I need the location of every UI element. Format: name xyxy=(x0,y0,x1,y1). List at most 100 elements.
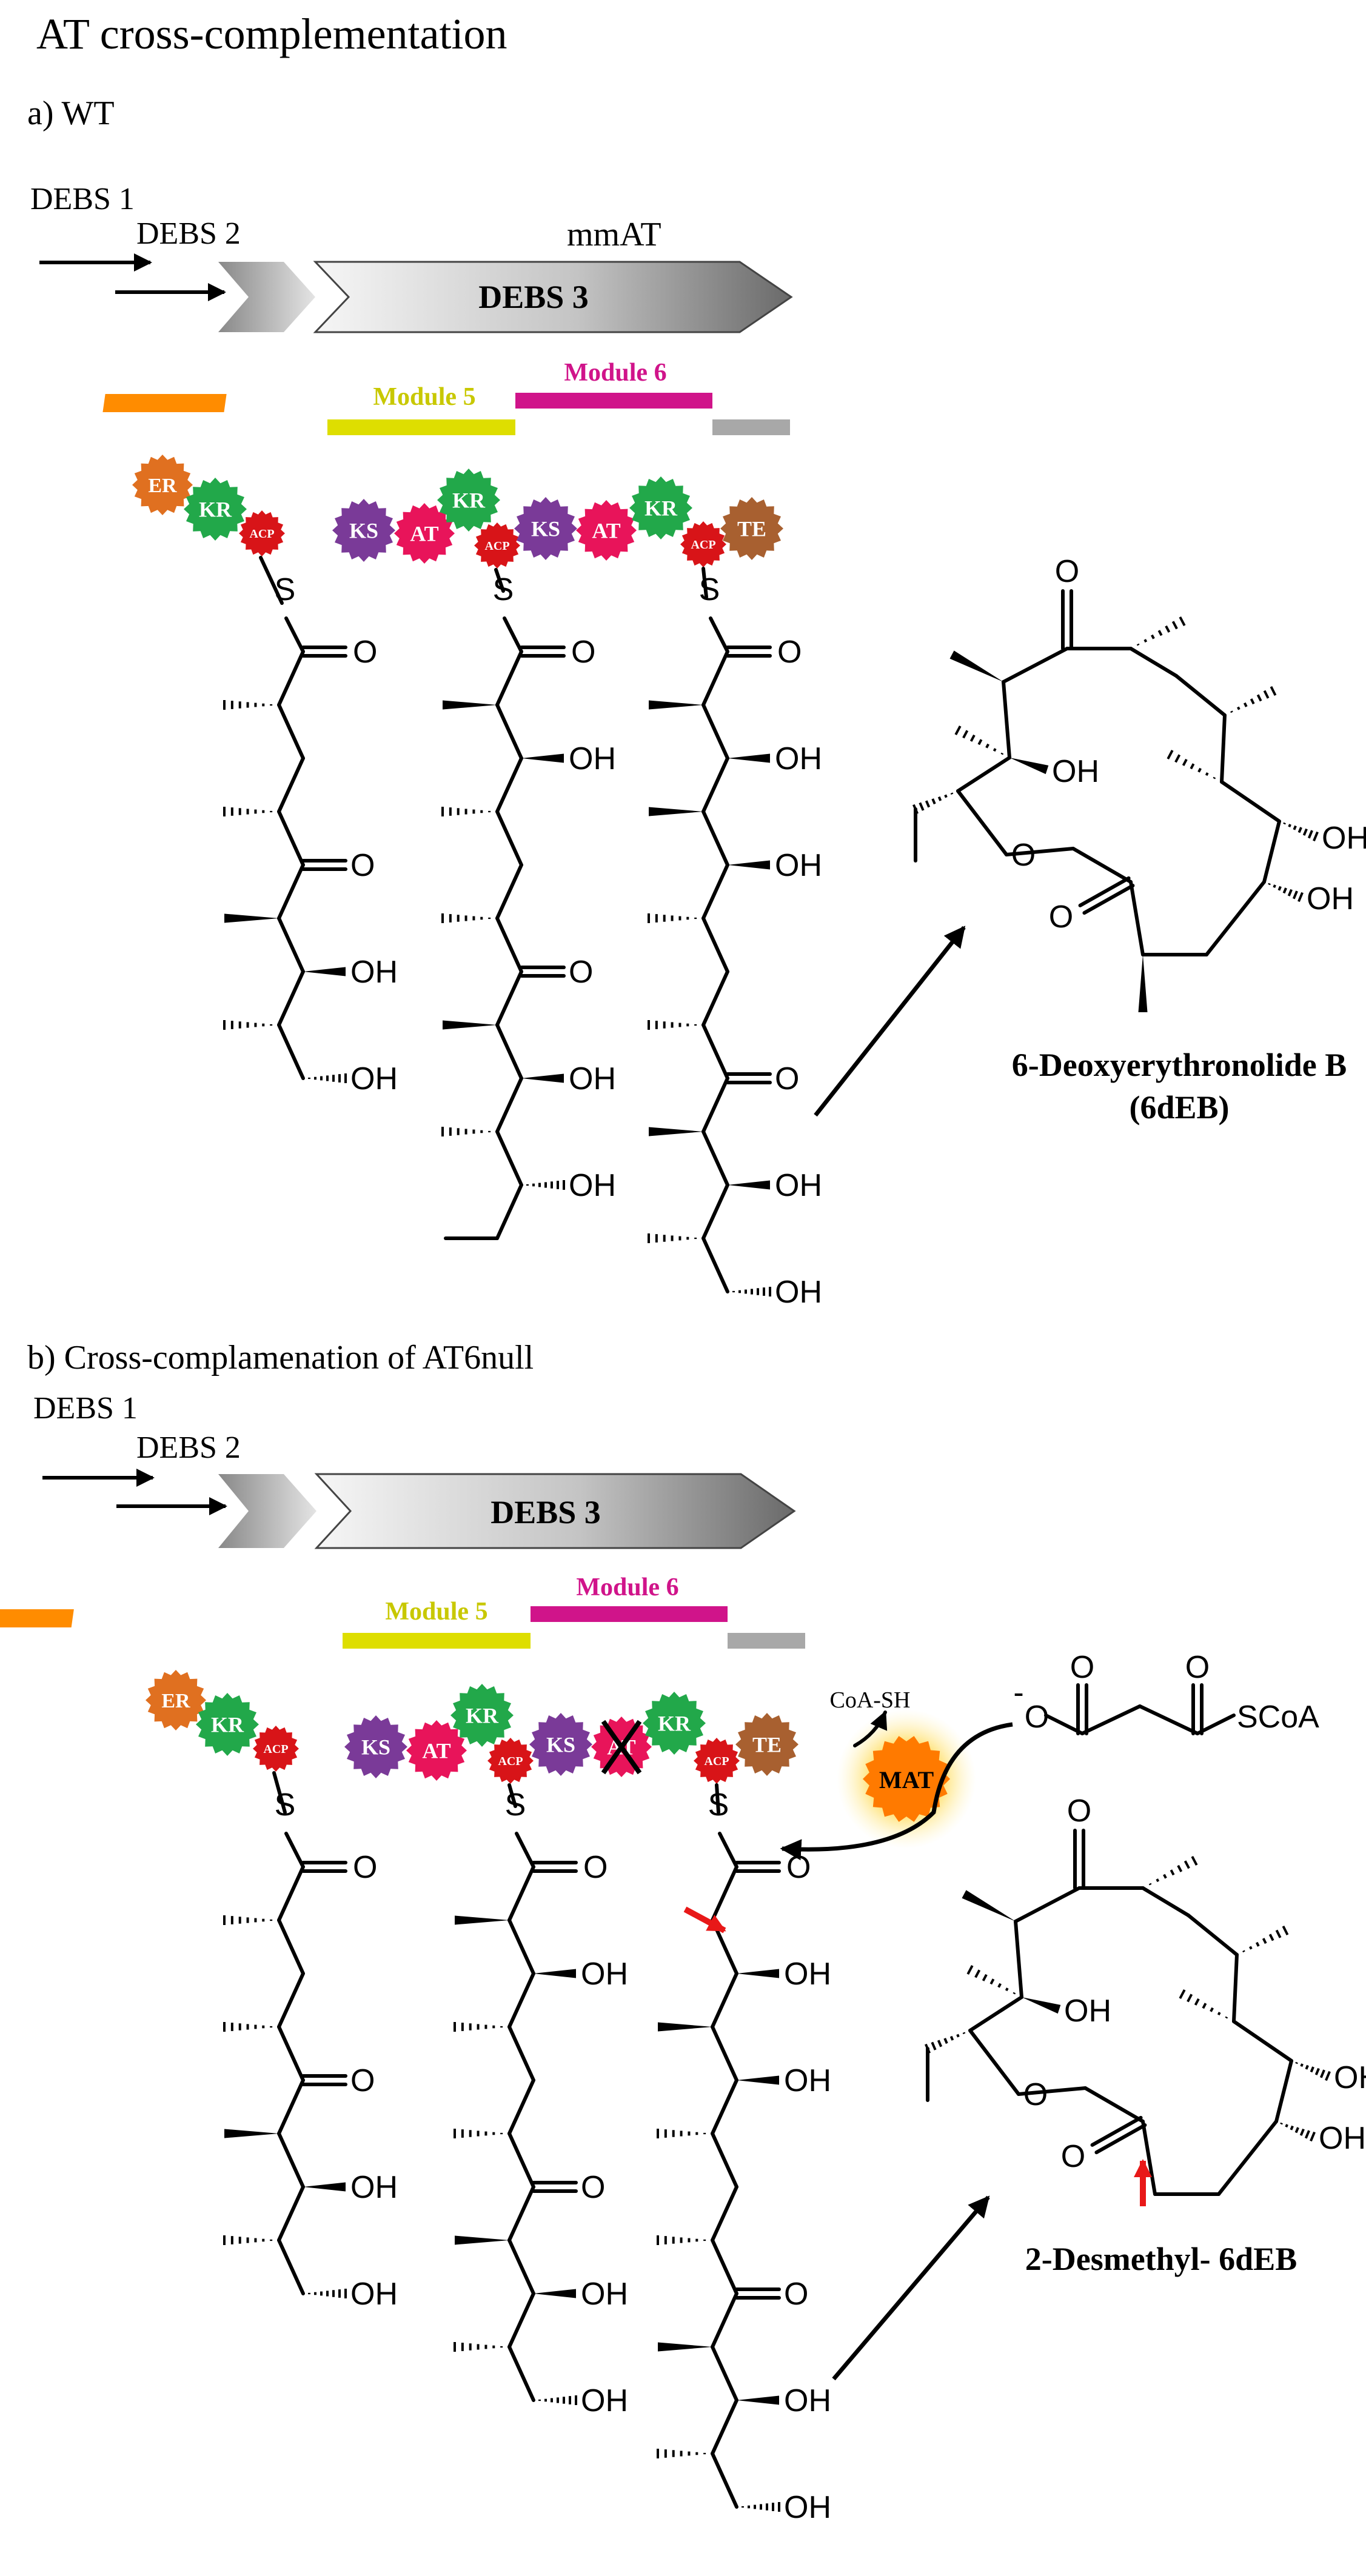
wedge-bond xyxy=(737,2075,779,2085)
bond xyxy=(1174,674,1227,717)
atom-label: S xyxy=(699,572,720,607)
bond xyxy=(277,1865,305,1922)
atom-label: OH xyxy=(581,2277,628,2312)
domain-kr-label: KR xyxy=(211,1713,244,1737)
atom-label: OH xyxy=(581,1957,628,1992)
atom-label: OH xyxy=(784,2383,831,2418)
bond xyxy=(1262,819,1281,884)
bond xyxy=(968,2029,1020,2096)
bond xyxy=(701,810,729,867)
bond xyxy=(711,2078,738,2135)
domain-kr-icon: KR xyxy=(437,469,500,532)
hash-bond xyxy=(1167,749,1216,779)
domain-acp-icon: ACP xyxy=(694,1738,740,1784)
acp-tether xyxy=(272,1771,287,1814)
debs3-label-a: DEBS 3 xyxy=(478,279,589,315)
domain-kr-icon: KR xyxy=(629,476,692,539)
atom-label: S xyxy=(708,1787,729,1823)
domain-te-label: TE xyxy=(752,1733,782,1757)
wedge-bond xyxy=(1022,1997,1061,2014)
atom-label: OH xyxy=(569,741,616,776)
domain-te-label: TE xyxy=(737,517,766,541)
domain-ks-label: KS xyxy=(361,1735,390,1760)
bond xyxy=(507,2025,535,2082)
domain-acp-label: ACP xyxy=(691,538,715,552)
bond xyxy=(515,1832,535,1869)
domain-at-icon: AT xyxy=(394,503,455,564)
domain-acp-icon: ACP xyxy=(253,1726,299,1772)
domain-er-label: ER xyxy=(148,475,177,497)
bond xyxy=(277,970,305,1027)
atom-label: O xyxy=(1011,838,1036,873)
hash-bond xyxy=(966,1964,1016,1995)
hash-bond xyxy=(954,725,1004,755)
domain-at-label: AT xyxy=(422,1739,450,1763)
bond xyxy=(277,2132,305,2189)
hash-bond xyxy=(223,807,273,816)
bond xyxy=(711,2292,738,2349)
domain-ks-icon: KS xyxy=(332,499,395,562)
te-bar-a xyxy=(712,419,790,435)
bond xyxy=(1129,880,1145,956)
hash-bond xyxy=(223,2235,273,2245)
bond xyxy=(507,1972,535,2029)
atom-label: O xyxy=(571,635,595,670)
bond xyxy=(1014,1886,1081,1923)
bond xyxy=(711,2345,738,2402)
bond xyxy=(956,789,1008,856)
hash-bond xyxy=(223,1915,273,1925)
bond xyxy=(1017,2086,1087,2096)
bond xyxy=(709,616,729,653)
hash-bond xyxy=(732,1287,771,1296)
bond xyxy=(495,1023,523,1080)
bond xyxy=(277,2238,305,2295)
wedge-bond xyxy=(1009,758,1049,775)
at6-null-x-mark xyxy=(601,1720,642,1775)
hash-bond xyxy=(223,700,273,710)
acp-tether xyxy=(259,556,284,605)
domain-at-icon: AT xyxy=(576,500,637,561)
bond xyxy=(701,916,729,973)
hash-bond xyxy=(1268,883,1304,903)
bond xyxy=(701,1183,729,1240)
atom-label: OH xyxy=(775,848,822,883)
domain-kr-icon: KR xyxy=(184,478,247,541)
acp-tether xyxy=(494,568,505,593)
hash-bond xyxy=(657,2449,706,2458)
wedge-bond xyxy=(455,2235,509,2245)
module5-bar-a xyxy=(327,419,515,435)
debs2-label-b: DEBS 2 xyxy=(136,1430,241,1465)
atom-label: O xyxy=(583,1850,608,1885)
hash-bond xyxy=(1295,2061,1331,2081)
bond xyxy=(507,2078,535,2135)
bond xyxy=(495,756,523,813)
hash-bond xyxy=(648,1233,697,1243)
panel-a-label: a) WT xyxy=(27,95,115,132)
bond xyxy=(495,650,523,707)
atom-label: OH xyxy=(581,2383,628,2418)
hash-bond xyxy=(1242,1925,1289,1953)
debs3-label-b: DEBS 3 xyxy=(490,1494,601,1530)
bond xyxy=(718,1832,738,1869)
atom-label: S xyxy=(275,1787,296,1823)
figure-title: AT cross-complementation xyxy=(36,10,507,58)
atom-label: S xyxy=(505,1787,526,1823)
bond xyxy=(701,1023,729,1080)
bond xyxy=(495,970,523,1027)
module5-bar-b xyxy=(343,1633,531,1649)
wedge-bond xyxy=(949,650,1003,682)
bond xyxy=(277,2185,305,2242)
atom-label: OH xyxy=(350,2170,398,2205)
atom-label: O xyxy=(1061,2139,1085,2174)
domain-kr-label: KR xyxy=(658,1712,691,1736)
domain-kr-icon: KR xyxy=(643,1692,706,1755)
bond xyxy=(1217,2120,1278,2196)
atom-label: O xyxy=(1023,2077,1048,2112)
bond xyxy=(495,1130,523,1187)
domain-ks-label: KS xyxy=(531,517,560,541)
wedge-bond xyxy=(224,2129,279,2138)
product-6deb-abbr: (6dEB) xyxy=(1129,1089,1229,1126)
